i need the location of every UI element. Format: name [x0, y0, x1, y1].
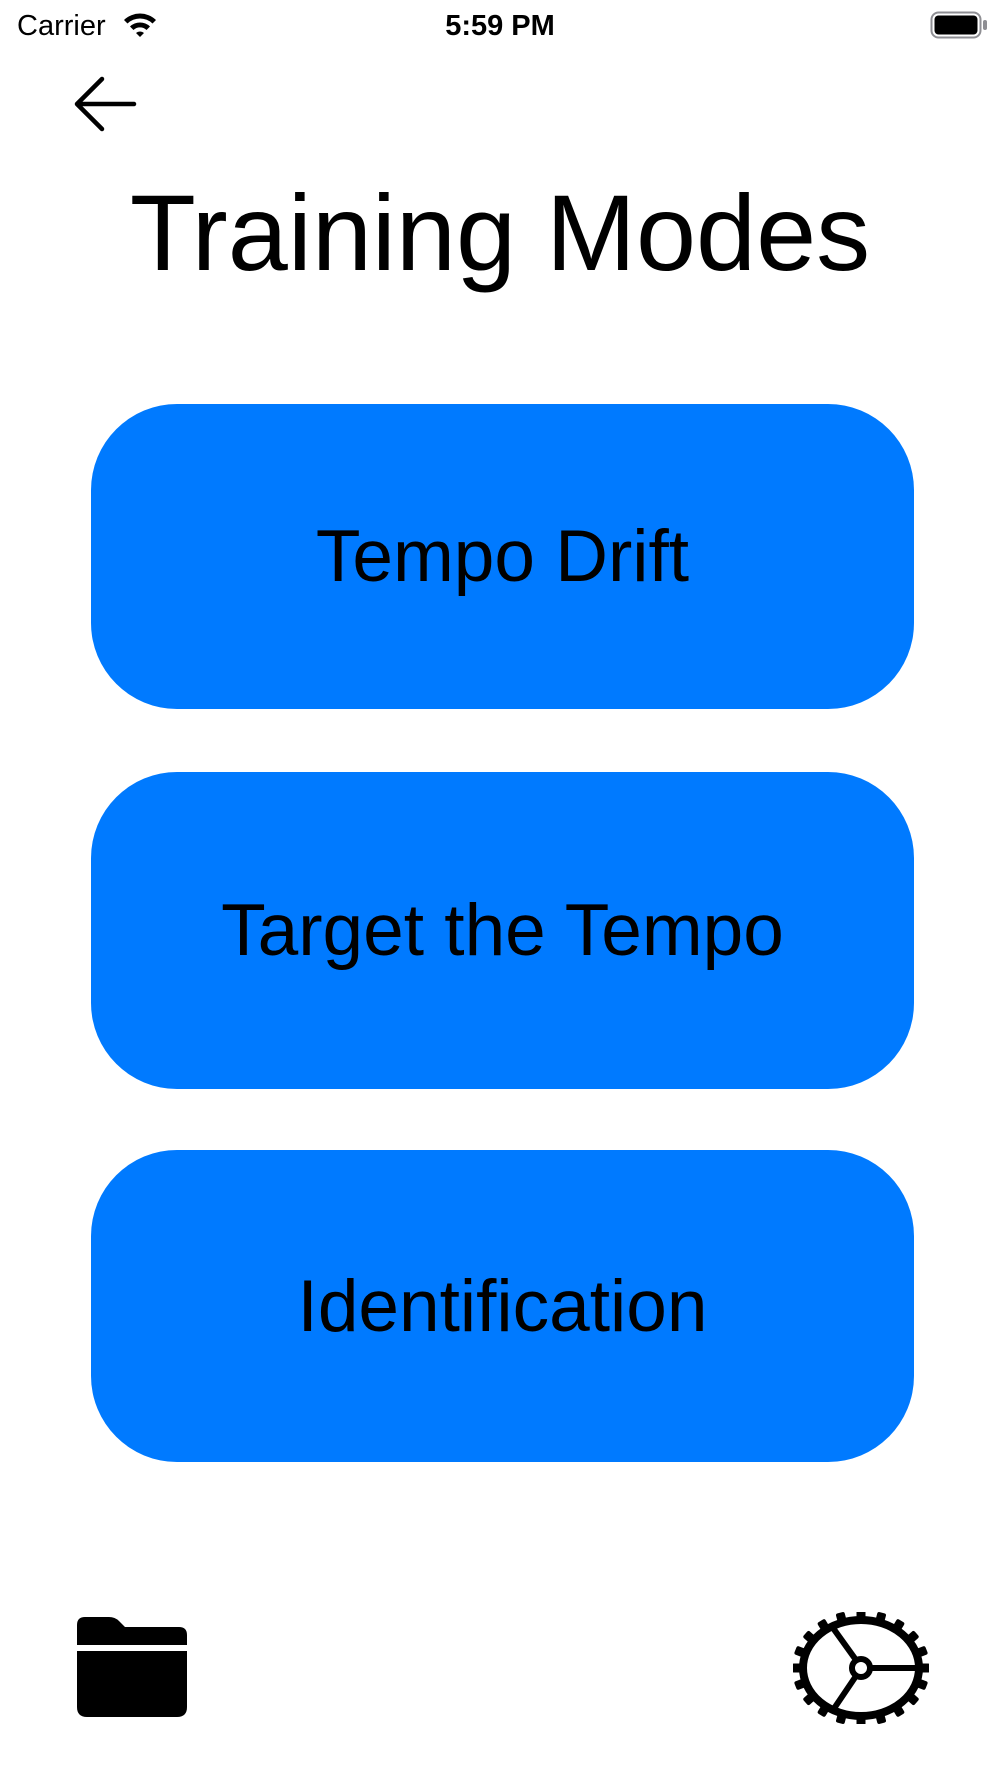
target-the-tempo-button[interactable]: Target the Tempo	[91, 772, 914, 1089]
folder-icon[interactable]	[75, 1617, 189, 1719]
back-button[interactable]	[68, 70, 142, 138]
arrow-left-icon	[74, 76, 137, 132]
target-the-tempo-label: Target the Tempo	[221, 890, 784, 971]
page-title: Training Modes	[129, 172, 871, 293]
identification-button[interactable]: Identification	[91, 1150, 914, 1462]
status-time: 5:59 PM	[445, 10, 555, 42]
status-bar: Carrier 5:59 PM	[0, 0, 1000, 52]
battery-full-icon	[930, 11, 987, 39]
carrier-label: Carrier	[17, 10, 106, 42]
wifi-icon	[124, 13, 156, 37]
tempo-drift-button[interactable]: Tempo Drift	[91, 404, 914, 709]
identification-label: Identification	[297, 1265, 708, 1347]
gear-icon[interactable]	[793, 1612, 929, 1724]
tempo-drift-label: Tempo Drift	[315, 516, 690, 597]
